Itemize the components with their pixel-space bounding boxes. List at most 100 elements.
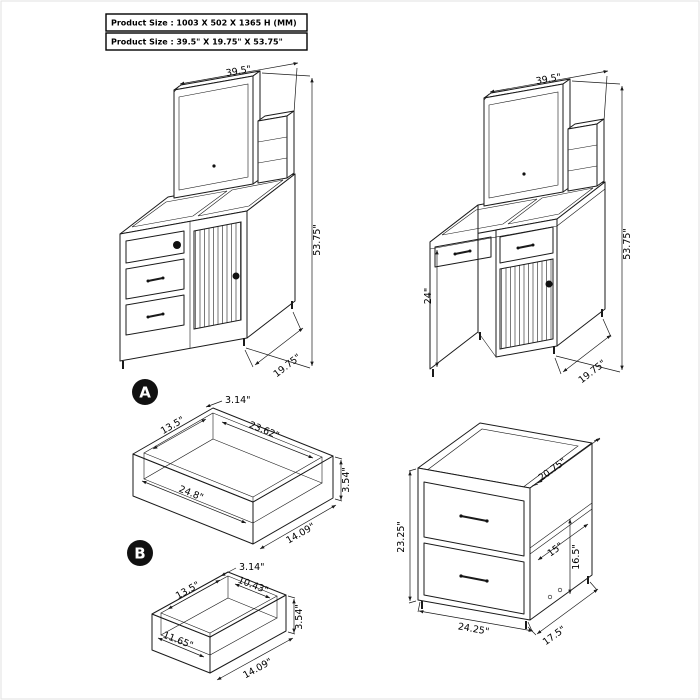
vanity-side-desk-height-dim: 24": [423, 288, 434, 304]
shelf-front: [567, 123, 598, 192]
width-dim-line: [418, 610, 534, 632]
feet: [432, 309, 603, 377]
handle-screw: [516, 246, 520, 250]
badge-letter-b: B: [134, 545, 145, 563]
tower-drawer-handle: [517, 244, 534, 249]
drawer-middle: [125, 258, 185, 300]
cabinet-front-height-dim: 23.25": [396, 521, 407, 553]
vanity-side-width-dim: 39.5": [535, 72, 562, 87]
outer-depth-dim-line: [216, 637, 294, 681]
left-tray: [441, 198, 538, 236]
drawer-bottom-handle: [147, 313, 164, 318]
apron-handle: [454, 250, 471, 255]
inner-width-dim-line: [234, 583, 271, 599]
louver-door: [499, 258, 554, 350]
drawer-b-inner-corners: [160, 576, 278, 655]
badge-circle: [132, 379, 158, 405]
size-box-mm: [105, 13, 308, 32]
door-knob: [232, 272, 240, 280]
left-tray: [131, 190, 228, 228]
drawer-a-drawing: 3.14" 13.5" 23.62" 24.8" 14.09" 3.54": [132, 395, 352, 550]
shelf-front: [257, 115, 288, 184]
top-depth-dim-line: [537, 437, 601, 484]
vanity-front-height-dim: 53.75": [312, 224, 323, 256]
mirror-glass: [488, 91, 559, 199]
mirror: [173, 75, 254, 199]
depth-dim-line: [562, 334, 612, 373]
mirror-glass: [178, 83, 249, 191]
shelf-dividers: [567, 144, 598, 172]
shelf-edge: [596, 118, 605, 187]
vanity-side-drawing: 39.5" 24" 53.75" 19.75": [423, 70, 633, 386]
cabinet-drawer-1: [423, 481, 525, 557]
size-box-inch: [105, 32, 308, 51]
handle-screw: [146, 315, 150, 319]
size-text-mm: Product Size : 1003 X 502 X 1365 H (MM): [111, 19, 297, 28]
feet: [122, 301, 293, 369]
width-dim-line: [489, 70, 609, 93]
handle-screw: [459, 514, 463, 518]
drawer-b-rail-dim: 3.14": [239, 562, 265, 573]
inner-depth-dim-line: [152, 418, 207, 450]
header: Product Size : 1003 X 502 X 1365 H (MM) …: [105, 13, 308, 51]
ext-lines: [408, 468, 417, 604]
cabinet-drawer-1-handle: [460, 515, 488, 522]
handle-screw: [531, 243, 535, 247]
rail-leader: [220, 567, 237, 577]
apron-drawer: [434, 236, 492, 268]
cabinet-width-dim: 24.25": [457, 621, 490, 637]
drawer-b-height-dim: 3.54": [294, 604, 305, 630]
handle-screw: [161, 276, 165, 280]
drawer-bottom: [125, 294, 185, 336]
badge-letter-a: A: [139, 384, 151, 402]
drawer-top: [125, 230, 185, 264]
handle-screw: [146, 279, 150, 283]
inner-width-dim-line: [221, 421, 314, 459]
handle-screw: [459, 574, 463, 578]
handle-screw: [485, 519, 489, 523]
ledge-depth-dim-line: [537, 523, 589, 561]
outer-width-dim-line: [157, 637, 205, 658]
right-tray: [197, 179, 284, 217]
shelf-edge: [286, 110, 295, 179]
ext-lines: [287, 595, 296, 635]
depth-dim-line: [254, 327, 304, 366]
mirror: [483, 83, 564, 207]
ext-lines: [334, 456, 343, 502]
label-a-badge: A: [132, 379, 158, 405]
drawer-a-inner-corners: [143, 413, 323, 523]
cabinet-drawer-2-handle: [460, 575, 488, 582]
label-b-badge: B: [127, 540, 153, 566]
drawer-b-drawing: 3.14" 13.5" 10.43" 11.65" 14.09" 3.54": [151, 562, 305, 681]
badge-circle: [127, 540, 153, 566]
tower-drawer: [499, 226, 554, 264]
ext-lines: [244, 311, 302, 368]
drawer-knob: [173, 241, 181, 249]
mirror-button: [522, 172, 526, 176]
louver-door: [193, 221, 242, 330]
door-knob: [545, 280, 553, 288]
drawer-a-rail-dim: 3.14": [225, 395, 251, 406]
rail-leader: [205, 400, 223, 408]
handle-screw: [161, 312, 165, 316]
outer-depth-dim-line: [259, 504, 337, 550]
handle-screw: [453, 252, 457, 256]
tower-side: [556, 181, 606, 347]
shelf-dividers: [257, 136, 288, 164]
outer-width-dim-line: [141, 480, 247, 524]
width-dim-line: [179, 62, 299, 85]
ext-lines: [554, 318, 612, 375]
handle-screw: [468, 249, 472, 253]
mirror-button: [212, 164, 216, 168]
size-text-inch: Product Size : 39.5" X 19.75" X 53.75": [111, 38, 283, 47]
vanity-side-height-dim: 53.75": [622, 228, 633, 260]
handle-screw: [485, 579, 489, 583]
vanity-front-drawing: 39.5" 53.75" 19.75": [119, 62, 323, 380]
cabinet-drawing: 20.75" 23.25" 15" 16.5" 24.25" 17.5": [396, 422, 601, 648]
depth-dim-line: [536, 588, 599, 635]
cabinet-side-height-dim: 16.5": [571, 544, 582, 570]
drawer-middle-handle: [147, 277, 164, 282]
right-tray: [507, 187, 594, 225]
